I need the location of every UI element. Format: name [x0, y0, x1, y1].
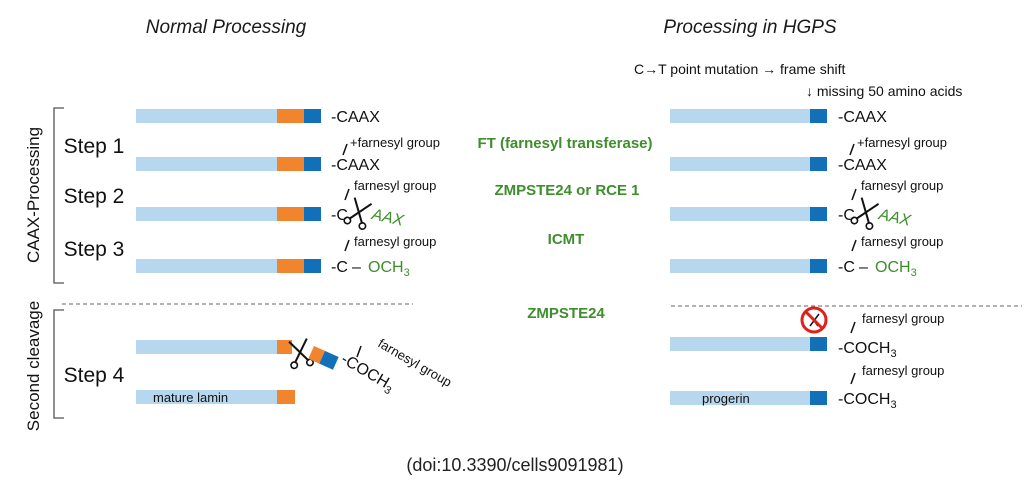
hgps-step2-c-label: -C: [838, 207, 855, 224]
progerin-label: progerin: [702, 391, 750, 406]
normal-step3-och3: OCH3: [368, 259, 410, 279]
heading-normal-processing: Normal Processing: [146, 17, 307, 38]
normal-step1-farnesyl-label: +farnesyl group: [350, 135, 440, 150]
prohibited-scissors-icon: [800, 306, 828, 334]
cleaved-fragment: [308, 346, 339, 370]
hgps-caax-label: -CAAX: [838, 109, 887, 126]
hgps-step3-farnesyl-tick: [851, 239, 857, 252]
normal-step2-aax-label: AAX: [369, 206, 406, 230]
hgps-step3-och3: OCH3: [875, 259, 917, 279]
enzyme-zmpste24-rce1: ZMPSTE24 or RCE 1: [494, 182, 639, 199]
normal-step1-caax-label: -CAAX: [331, 157, 380, 174]
scissors-icon: [343, 197, 373, 231]
normal-step3-farnesyl-tick: [344, 239, 350, 252]
normal-step3-c-label: -C: [331, 259, 348, 276]
hgps-step4-farnesyl-label: farnesyl group: [862, 311, 944, 326]
hgps-step1-caax-label: -CAAX: [838, 157, 887, 174]
normal-step3-dash: –: [352, 259, 361, 276]
normal-step3-farnesyl-label: farnesyl group: [354, 234, 436, 249]
side-label-second-cleavage: Second cleavage: [24, 301, 43, 431]
hgps-step2-farnesyl-label: farnesyl group: [861, 178, 943, 193]
hgps-step1-bar: [670, 157, 827, 171]
fragment-farnesyl-tick: [356, 345, 362, 358]
hgps-step3-farnesyl-label: farnesyl group: [861, 234, 943, 249]
hgps-step4-bar: [670, 337, 827, 351]
hgps-step2-farnesyl-tick: [851, 188, 857, 201]
hgps-step3-dash: –: [859, 259, 868, 276]
mature-lamin-label: mature lamin: [153, 390, 228, 405]
hgps-step3-c-label: -C: [838, 259, 855, 276]
progerin-farnesyl-label: farnesyl group: [862, 363, 944, 378]
normal-step2-bar: [136, 207, 321, 221]
step-label-4: Step 4: [64, 364, 125, 387]
citation: (doi:10.3390/cells9091981): [406, 455, 623, 475]
hgps-step4-cooch3-label: -COCH3: [838, 340, 897, 360]
normal-caax-label: -CAAX: [331, 109, 380, 126]
fragment-cooch3-label: -COCH3: [337, 351, 398, 398]
step-label-2: Step 2: [64, 185, 125, 208]
heading-processing-hgps: Processing in HGPS: [663, 17, 837, 38]
normal-step1-bar: [136, 157, 321, 171]
normal-step4-bar: [136, 340, 292, 354]
enzyme-zmpste24: ZMPSTE24: [527, 305, 605, 322]
hgps-step2-aax-label: AAX: [876, 206, 913, 230]
normal-step2-farnesyl-label: farnesyl group: [354, 178, 436, 193]
normal-step3-bar: [136, 259, 321, 273]
normal-prelamin-bar: [136, 109, 321, 123]
hgps-step1-farnesyl-label: +farnesyl group: [857, 135, 947, 150]
normal-step1-farnesyl-tick: [342, 143, 348, 156]
hgps-prelamin-bar: [670, 109, 827, 123]
normal-step2-c-label: -C: [331, 207, 348, 224]
hgps-step2-bar: [670, 207, 827, 221]
bracket-caax: [53, 107, 64, 284]
hgps-step3-bar: [670, 259, 827, 273]
mutation-note-line1: C→T point mutation → frame shift: [634, 61, 845, 77]
enzyme-icmt: ICMT: [548, 231, 585, 248]
enzyme-ft: FT (farnesyl transferase): [477, 135, 652, 152]
progerin-farnesyl-tick: [850, 372, 856, 385]
mature-lamin-bar: [136, 390, 295, 404]
scissors-icon: [850, 197, 880, 231]
normal-step2-farnesyl-tick: [344, 188, 350, 201]
step-label-1: Step 1: [64, 135, 125, 158]
hgps-step1-farnesyl-tick: [849, 143, 855, 156]
progerin-cooch3-label: -COCH3: [838, 391, 897, 411]
hgps-step4-farnesyl-tick: [850, 321, 856, 334]
progerin-bar: [670, 391, 827, 405]
step-label-3: Step 3: [64, 238, 125, 261]
scissors-icon: [288, 338, 314, 370]
mutation-note-line2: ↓ missing 50 amino acids: [806, 83, 962, 99]
side-label-caax-processing: CAAX-Processing: [24, 127, 43, 263]
bracket-second-cleavage: [53, 309, 64, 419]
